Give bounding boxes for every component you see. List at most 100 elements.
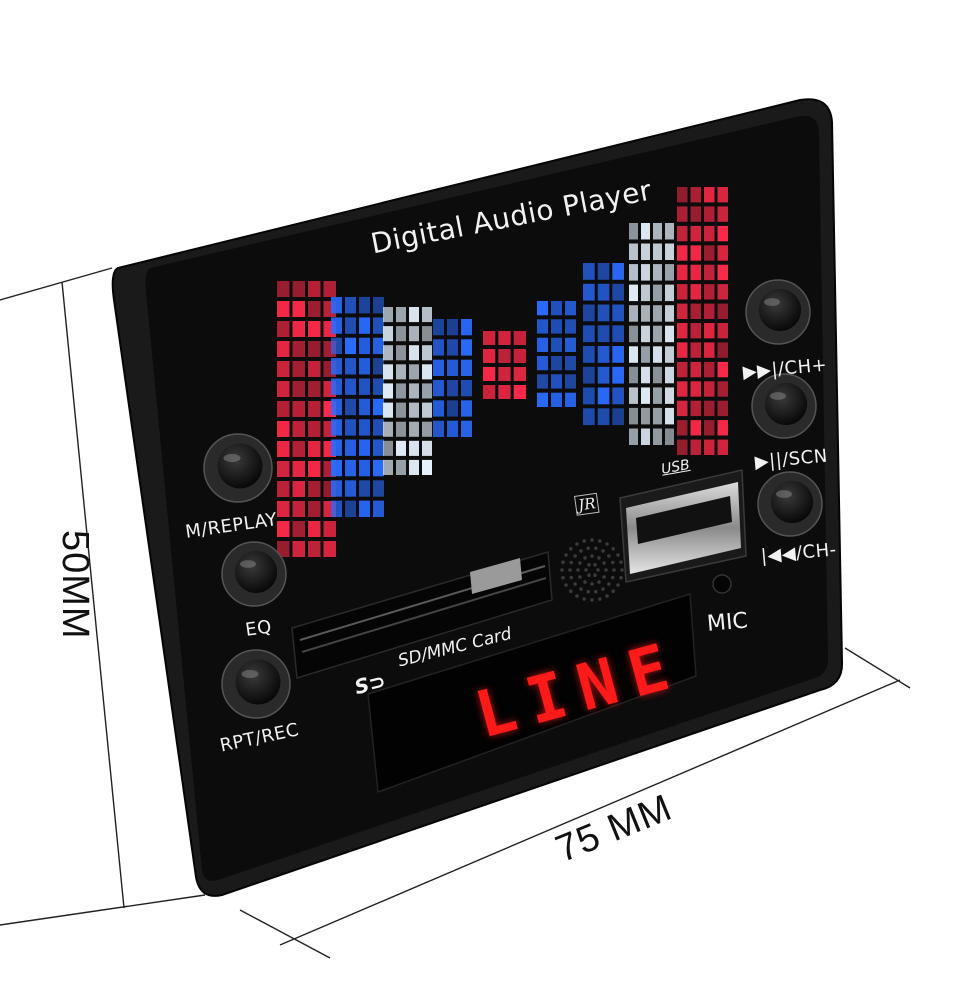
spectrum-cell — [331, 297, 342, 313]
spectrum-cell — [629, 367, 638, 384]
play-pause-scn-button[interactable] — [752, 374, 816, 438]
spectrum-cell — [691, 381, 702, 396]
next-ch-plus-button[interactable] — [746, 280, 810, 344]
spectrum-cell — [583, 367, 595, 384]
spectrum-cell — [718, 323, 729, 338]
grille-dot — [611, 561, 615, 565]
spectrum-cell — [359, 419, 370, 435]
spectrum-cell — [447, 400, 458, 416]
spectrum-cell — [483, 385, 495, 399]
spectrum-cell — [629, 387, 638, 404]
spectrum-cell — [677, 245, 688, 260]
spectrum-cell — [718, 284, 729, 299]
grille-dot — [582, 539, 586, 543]
spectrum-cell — [704, 342, 715, 357]
spectrum-cell — [691, 245, 702, 260]
spectrum-cell — [691, 362, 702, 377]
spectrum-cell — [433, 360, 444, 376]
spectrum-cell — [308, 281, 321, 297]
height-extension-bottom — [0, 895, 205, 925]
spectrum-cell — [583, 408, 595, 425]
spectrum-cell — [373, 460, 384, 476]
spectrum-cell — [308, 521, 321, 537]
spectrum-cell — [691, 226, 702, 241]
spectrum-cell — [409, 441, 419, 456]
spectrum-cell — [396, 364, 406, 379]
spectrum-cell — [359, 338, 370, 354]
spectrum-cell — [396, 326, 406, 341]
spectrum-cell — [677, 265, 688, 280]
spectrum-cell — [665, 305, 674, 322]
spectrum-cell — [565, 356, 576, 370]
spectrum-cell — [612, 388, 624, 405]
spectrum-cell — [277, 281, 290, 297]
spectrum-cell — [373, 501, 384, 517]
spectrum-cell — [461, 400, 472, 416]
grille-dot — [570, 561, 574, 565]
spectrum-cell — [677, 440, 688, 455]
spectrum-cell — [396, 422, 406, 437]
grille-dot — [597, 580, 601, 584]
spectrum-cell — [677, 381, 688, 396]
spectrum-cell — [396, 383, 406, 398]
spectrum-cell — [653, 387, 662, 404]
spectrum-cell — [718, 381, 729, 396]
grille-dot — [569, 547, 573, 551]
spectrum-cell — [641, 223, 650, 240]
spectrum-cell — [691, 284, 702, 299]
spectrum-cell — [345, 399, 356, 415]
spectrum-cell — [704, 440, 715, 455]
spectrum-cell — [653, 223, 662, 240]
grille-dot — [564, 553, 568, 557]
spectrum-cell — [409, 403, 419, 418]
prev-ch-minus-button[interactable] — [758, 472, 822, 536]
spectrum-cell — [565, 374, 576, 388]
spectrum-cell — [383, 307, 393, 322]
spectrum-cell — [704, 245, 715, 260]
spectrum-cell — [565, 319, 576, 333]
spectrum-cell — [537, 301, 548, 315]
spectrum-cell — [718, 245, 729, 260]
grille-dot — [597, 556, 601, 560]
spectrum-cell — [308, 401, 321, 417]
grille-dot — [596, 568, 600, 572]
rpt-rec-button[interactable] — [222, 650, 290, 718]
eq-button[interactable] — [222, 542, 286, 606]
m-replay-button[interactable] — [204, 434, 272, 502]
spectrum-cell — [409, 326, 419, 341]
grille-dot — [570, 576, 574, 580]
spectrum-cell — [551, 301, 562, 315]
spectrum-cell — [537, 356, 548, 370]
spectrum-cell — [641, 367, 650, 384]
spectrum-cell — [359, 501, 370, 517]
spectrum-cell — [383, 460, 393, 475]
spectrum-cell — [373, 338, 384, 354]
spectrum-cell — [583, 305, 595, 322]
spectrum-cell — [537, 319, 548, 333]
spectrum-cell — [383, 345, 393, 360]
spectrum-cell — [396, 441, 406, 456]
spectrum-cell — [691, 440, 702, 455]
grille-dot — [586, 547, 590, 551]
spectrum-cell — [641, 429, 650, 446]
grille-dot — [569, 589, 573, 593]
grille-dot — [579, 587, 583, 591]
grille-dot — [576, 568, 580, 572]
spectrum-cell — [277, 381, 290, 397]
spectrum-cell — [598, 346, 610, 363]
spectrum-cell — [409, 364, 419, 379]
spectrum-cell — [308, 381, 321, 397]
spectrum-cell — [641, 264, 650, 281]
spectrum-cell — [331, 440, 342, 456]
grille-dot — [583, 556, 587, 560]
spectrum-cell — [704, 187, 715, 202]
spectrum-cell — [629, 305, 638, 322]
spectrum-cell — [308, 441, 321, 457]
spectrum-cell — [383, 403, 393, 418]
grille-dot — [587, 563, 591, 567]
spectrum-cell — [514, 385, 526, 399]
spectrum-cell — [718, 362, 729, 377]
spectrum-cell — [704, 323, 715, 338]
spectrum-cell — [629, 326, 638, 343]
